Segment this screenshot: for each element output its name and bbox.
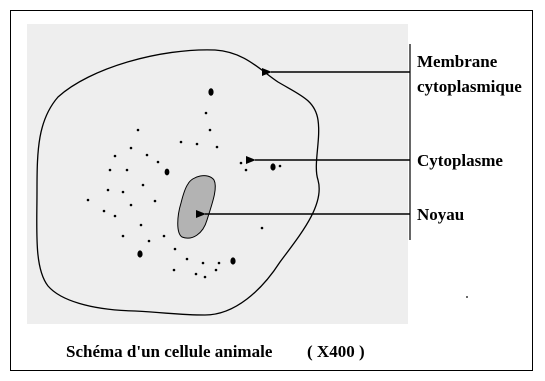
figure-caption: Schéma d'un cellule animale <box>66 342 273 361</box>
label-cytoplasme: Cytoplasme <box>417 151 503 170</box>
label-membrane-line2: cytoplasmique <box>417 77 522 96</box>
figure-magnification: ( X400 ) <box>307 342 365 361</box>
label-membrane-line1: Membrane <box>417 52 498 71</box>
speck-mark <box>466 296 468 298</box>
label-noyau: Noyau <box>417 205 464 224</box>
